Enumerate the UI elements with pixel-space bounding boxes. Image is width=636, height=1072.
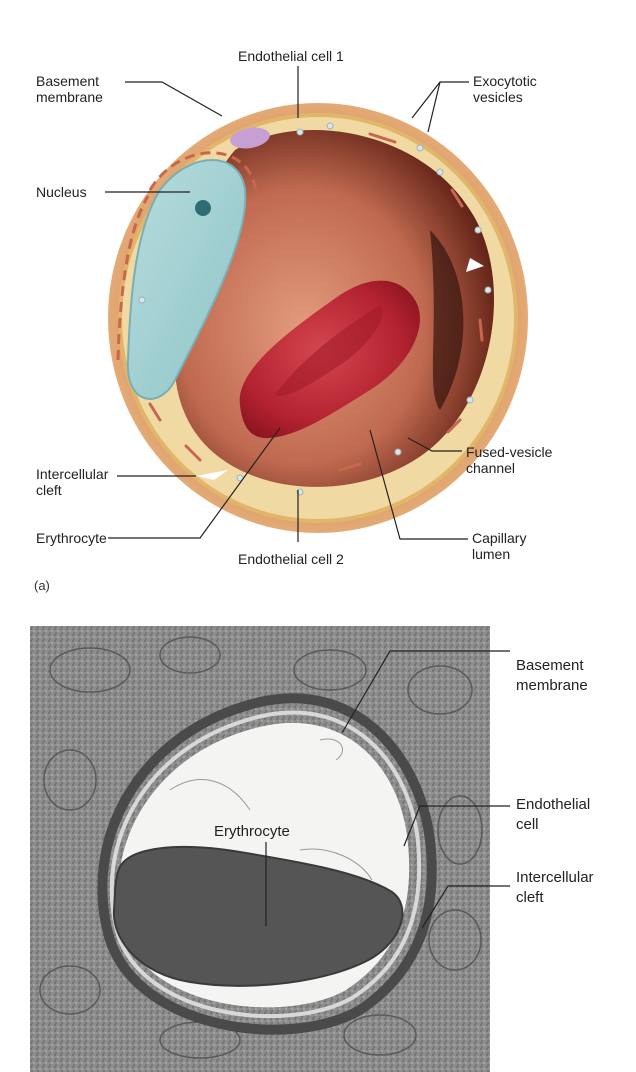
vesicle <box>485 287 491 293</box>
vesicle <box>467 397 473 403</box>
leader-basement <box>125 82 222 116</box>
label-endothelial-cell-2: Endothelial cell 2 <box>238 551 344 567</box>
label-fused-vesicle-channel: Fused-vesicle channel <box>466 444 552 476</box>
vesicle <box>395 449 401 455</box>
vesicle <box>327 123 333 129</box>
label-capillary-lumen: Capillary lumen <box>472 530 526 562</box>
leader-exocytotic-a <box>412 82 469 118</box>
vesicle <box>437 169 443 175</box>
vesicle <box>417 145 423 151</box>
label-b-erythrocyte: Erythrocyte <box>214 822 290 842</box>
vesicle <box>475 227 481 233</box>
label-erythrocyte: Erythrocyte <box>36 530 107 546</box>
panel-letter-a: (a) <box>34 578 50 593</box>
label-endothelial-cell-1: Endothelial cell 1 <box>238 48 344 64</box>
vesicle <box>297 129 303 135</box>
label-intercellular-cleft: Intercellular cleft <box>36 466 108 498</box>
vesicle <box>139 297 145 303</box>
nucleolus <box>195 200 211 216</box>
er-dash <box>480 320 482 340</box>
label-exocytotic-vesicles: Exocytotic vesicles <box>473 73 537 105</box>
label-nucleus: Nucleus <box>36 184 87 200</box>
label-b-endothelial-cell: Endothelial cell <box>516 795 590 835</box>
label-b-intercellular-cleft: Intercellular cleft <box>516 868 594 908</box>
label-b-basement-membrane: Basement membrane <box>516 656 588 696</box>
label-basement-membrane: Basement membrane <box>36 73 103 105</box>
